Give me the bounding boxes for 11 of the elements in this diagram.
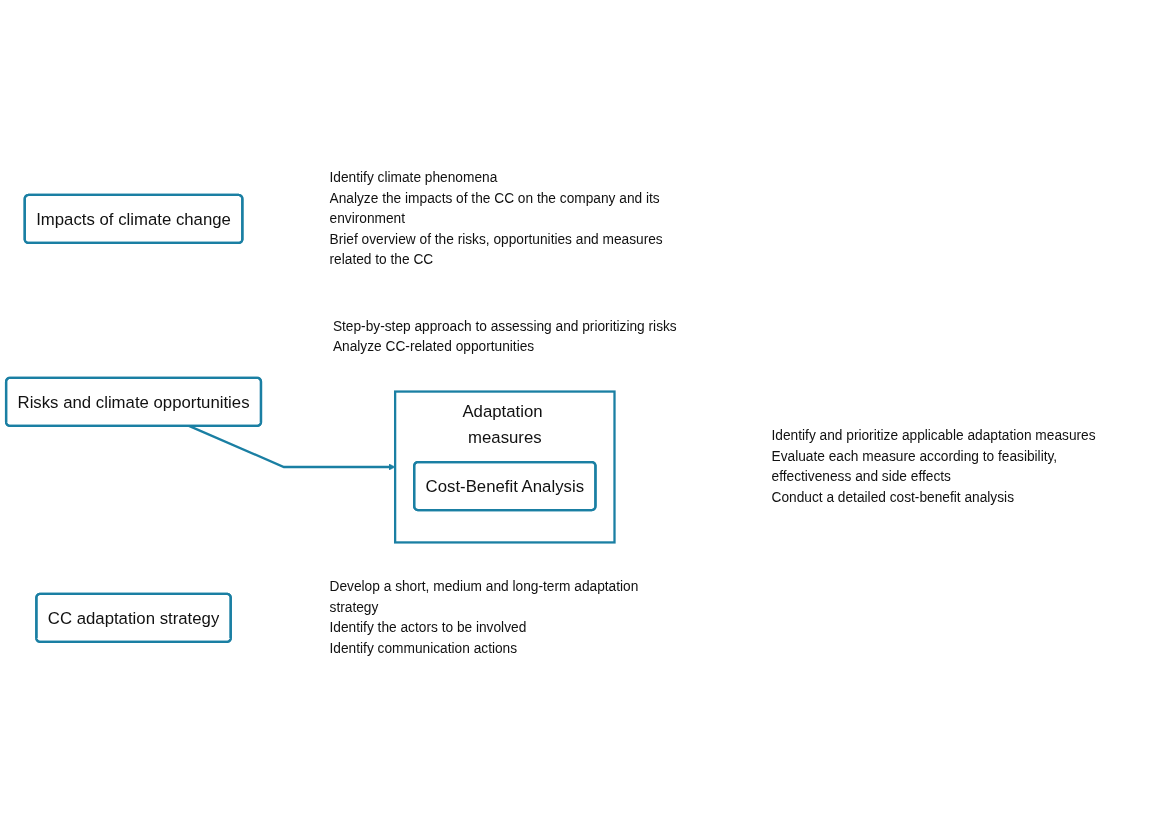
node-label: Develop a short, medium and long-term adaptation strategy <box>329 579 639 616</box>
node-label: Evaluate each measure according to feasibility, effectiveness and side effects <box>771 448 1058 485</box>
node-label: Conduct a detailed cost-benefit analysis <box>771 490 1014 506</box>
node-label: Identify communication actions <box>329 640 518 657</box>
node-label: Identify and prioritize applicable adaptation measures <box>771 428 1096 444</box>
node-label: Analyze the impacts of the CC on the company and its environment <box>329 190 660 227</box>
node-label: Identify the actors to be involved <box>329 620 527 636</box>
node-label: Identify climate phenomena <box>329 170 498 186</box>
node-label: Analyze CC-related opportunities <box>332 339 535 355</box>
node-label: Step-by-step approach to assessing and prioritizing risks <box>332 318 677 334</box>
node-label: Brief overview of the risks, opportunities and measures related to the CC <box>329 231 663 268</box>
